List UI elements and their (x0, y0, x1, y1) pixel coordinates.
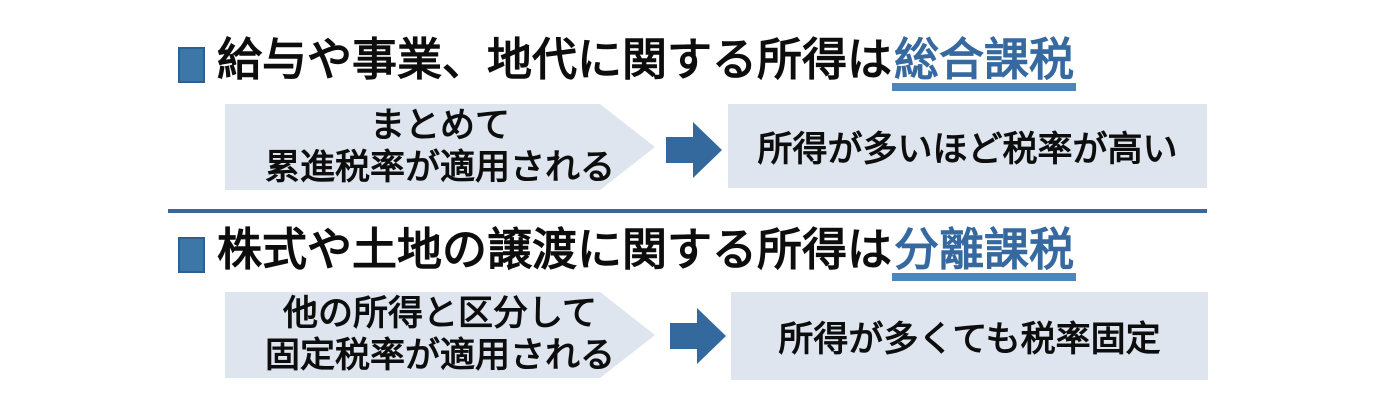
section-1-heading: 給与や事業、地代に関する所得は総合課税 (178, 32, 1077, 94)
section-2-heading-highlight: 分離課税 (892, 226, 1077, 282)
section-1-result-text: 所得が多いほど税率が高い (757, 129, 1178, 169)
section-2-heading: 株式や土地の譲渡に関する所得は分離課税 (178, 222, 1077, 284)
section-1-result-box: 所得が多いほど税率が高い (728, 104, 1207, 188)
section-2-result-text: 所得が多くても税率固定 (778, 319, 1161, 359)
section-1-heading-prefix: 給与や事業、地代に関する所得は (217, 33, 893, 85)
section-1-heading-highlight: 総合課税 (892, 36, 1077, 92)
section-divider (168, 209, 1207, 213)
section-1-chevron-line-2: 累進税率が適用される (264, 148, 615, 187)
section-1-heading-text: 給与や事業、地代に関する所得は総合課税 (217, 33, 1077, 92)
square-bullet-icon (178, 237, 205, 273)
section-2-heading-text: 株式や土地の譲渡に関する所得は分離課税 (217, 223, 1077, 282)
section-2-process-chevron: 他の所得と区分して 固定税率が適用される (225, 292, 655, 378)
right-arrow-icon (670, 308, 726, 364)
section-2-result-box: 所得が多くても税率固定 (731, 292, 1208, 380)
right-arrow-icon (666, 122, 722, 178)
section-2-heading-prefix: 株式や土地の譲渡に関する所得は (217, 223, 893, 275)
section-1-process-chevron: まとめて 累進税率が適用される (225, 104, 655, 190)
section-2-chevron-line-1: 他の所得と区分して (283, 294, 597, 333)
square-bullet-icon (178, 47, 205, 83)
section-1-chevron-line-1: まとめて (369, 106, 510, 145)
section-2-chevron-line-2: 固定税率が適用される (264, 336, 615, 375)
